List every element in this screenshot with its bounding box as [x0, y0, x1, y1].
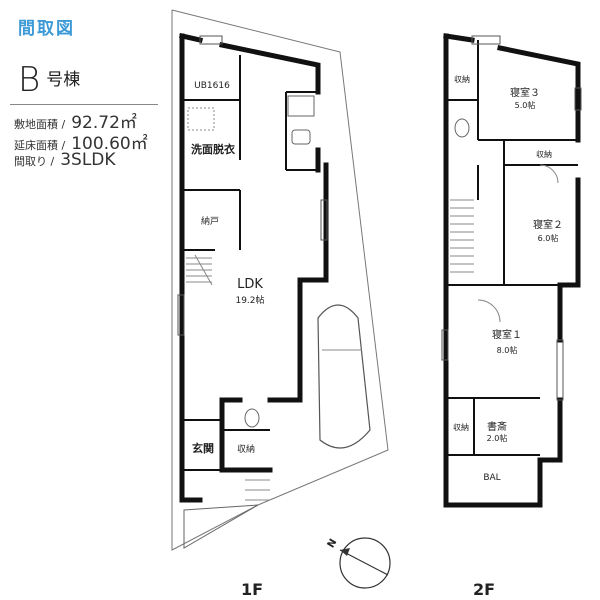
- room-washroom: 洗面脱衣: [191, 142, 236, 156]
- spec-sep: /: [61, 139, 66, 152]
- door-swing-icon: [477, 299, 501, 323]
- plan-title: 間取図: [18, 19, 75, 39]
- spec-value: 100.60㎡: [71, 134, 148, 154]
- spec-layout: 間取り / 3SLDK: [14, 150, 116, 170]
- car-icon: [317, 304, 371, 449]
- planting-area: [183, 504, 259, 549]
- room-bed2: 寝室２: [533, 218, 563, 231]
- header-divider: [10, 104, 158, 105]
- floor1-plan: [171, 9, 389, 551]
- room-storage-a: 収納: [454, 74, 470, 84]
- spec-sep: /: [50, 155, 55, 168]
- spec-label: 間取り: [14, 155, 47, 168]
- spec-sep: /: [61, 118, 66, 131]
- room-storage-b: 収納: [536, 149, 552, 159]
- room-ub: UB1616: [194, 81, 230, 91]
- entrance-steps: [245, 479, 270, 501]
- spec-value: 92.72㎡: [71, 113, 137, 133]
- room-bed1: 寝室１: [492, 328, 522, 341]
- floor2-stairs: [450, 199, 474, 273]
- spec-label: 敷地面積: [14, 118, 58, 131]
- room-study-size: 2.0帖: [487, 433, 508, 443]
- floor2-walls: [443, 33, 581, 508]
- room-ldk-size: 19.2帖: [235, 294, 264, 306]
- room-storage-1f: 収納: [237, 443, 255, 455]
- floor2-windows: [441, 35, 582, 401]
- toilet-icon: [244, 408, 260, 428]
- unit-letter: B: [18, 60, 41, 100]
- room-entrance: 玄関: [192, 441, 214, 455]
- room-storage-c: 収納: [453, 422, 469, 432]
- compass-north: N: [326, 537, 340, 550]
- floor1-walls: [179, 33, 329, 503]
- unit-suffix: 号棟: [46, 70, 81, 90]
- stove-icon: [287, 95, 315, 117]
- room-bed2-size: 6.0帖: [538, 233, 559, 243]
- spec-value: 3SLDK: [60, 150, 116, 170]
- floor2-label: 2F: [473, 580, 495, 599]
- spec-floor-area: 延床面積 / 100.60㎡: [14, 129, 148, 154]
- site-boundary: [171, 9, 389, 551]
- spec-label: 延床面積: [14, 139, 58, 152]
- floor2-inner-walls: [446, 40, 578, 456]
- compass-icon: N: [326, 537, 391, 589]
- spec-site-area: 敷地面積 / 92.72㎡: [14, 108, 137, 133]
- room-ldk: LDK: [237, 277, 263, 292]
- floor1-stairs: [186, 254, 213, 286]
- room-bed3: 寝室３: [510, 86, 540, 99]
- toilet-icon: [454, 118, 470, 138]
- floor1-inner-walls: [182, 55, 318, 471]
- floor1-windows: [177, 35, 328, 336]
- room-pantry: 納戸: [201, 215, 219, 227]
- door-swing-icon: [539, 164, 559, 184]
- sink-icon: [291, 129, 311, 145]
- floor2-plan: [441, 33, 582, 508]
- room-bed3-size: 5.0帖: [515, 100, 536, 110]
- room-balcony: BAL: [483, 473, 500, 483]
- room-study: 書斎: [487, 420, 507, 433]
- room-bed1-size: 8.0帖: [497, 345, 518, 355]
- washbasin-icon: [187, 107, 215, 131]
- floor1-label: 1F: [241, 580, 263, 599]
